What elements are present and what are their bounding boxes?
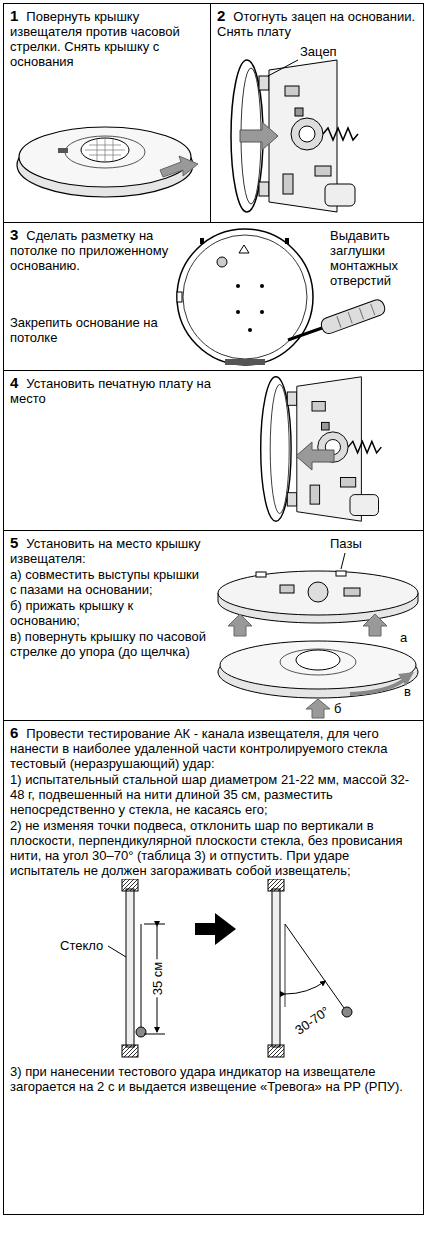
text-column: 1Повернуть крышку извещателя против часо… — [10, 8, 203, 70]
text-column: Закрепить основание на потолке — [10, 315, 170, 346]
paragraph: 2Отогнуть зацеп на основании. Снять плат… — [217, 8, 417, 39]
step-number: 5 — [10, 534, 18, 551]
paragraph: 3Сделать разметку на потолке по приложен… — [10, 227, 175, 273]
pendulum-drawing — [10, 879, 415, 1064]
paragraph: 4Установить печатную плату на место — [10, 375, 215, 406]
part-label: в — [404, 684, 411, 699]
step-item: 1) испытательный стальной шар диаметром … — [10, 772, 414, 817]
text-column: 3Сделать разметку на потолке по приложен… — [10, 227, 175, 274]
figure-space — [10, 879, 414, 1064]
step-number: 1 — [10, 7, 18, 24]
step-text: Установить на место крышку извещателя: — [10, 536, 201, 566]
base-board-drawing — [231, 60, 358, 212]
step-number: 4 — [10, 374, 18, 391]
paragraph: Закрепить основание на потолке — [10, 315, 170, 345]
cell-box: 6Провести тестирование АК - канала извещ… — [3, 720, 424, 1215]
text-column: 6Провести тестирование АК - канала извещ… — [10, 725, 414, 1095]
step-text: Провести тестирование АК - канала извеща… — [10, 726, 387, 771]
step-text: Повернуть крышку извещателя против часов… — [10, 9, 180, 69]
step-item: а) совместить выступы крышки с пазами на… — [10, 567, 206, 597]
part-label: Стекло — [60, 938, 103, 953]
step-text: Сделать разметку на потолке по приложенн… — [10, 228, 168, 273]
cell-box: 4Установить печатную плату на место — [3, 370, 424, 531]
text-column: 2Отогнуть зацеп на основании. Снять плат… — [217, 8, 417, 40]
step-number: 6 — [10, 724, 18, 741]
part-label: а — [400, 630, 407, 645]
part-label: Выдавить заглушки монтажных отверстий — [330, 228, 422, 288]
text-column: 5Установить на место крышку извещателя:а… — [10, 535, 206, 660]
paragraph: 6Провести тестирование АК - канала извещ… — [10, 725, 414, 771]
paragraph: 5Установить на место крышку извещателя: — [10, 535, 206, 566]
cover-install-drawing — [218, 553, 418, 718]
cell-box: 2Отогнуть зацеп на основании. Снять плат… — [210, 3, 424, 223]
step-text: Отогнуть зацеп на основании. Снять плату — [217, 9, 415, 39]
part-label: Пазы — [330, 536, 362, 551]
step-text: Закрепить основание на потолке — [10, 315, 158, 345]
detector-cover-drawing — [17, 127, 198, 197]
part-label: Зацеп — [300, 44, 337, 59]
part-label: 35 см — [150, 960, 165, 998]
pendulum-figure: Стекло 35 см 30-70° — [10, 879, 415, 1064]
part-label: б — [334, 701, 341, 716]
paragraph: 1Повернуть крышку извещателя против часо… — [10, 8, 203, 69]
step-text: Установить печатную плату на место — [10, 376, 211, 406]
cell-box: 1Повернуть крышку извещателя против часо… — [3, 3, 211, 223]
board-install-drawing — [261, 377, 382, 521]
step-item: 2) не изменяя точки подвеса, отклонить ш… — [10, 818, 414, 878]
text-column: 4Установить печатную плату на место — [10, 375, 215, 407]
part-label: 30-70° — [292, 1003, 332, 1037]
step-number: 3 — [10, 226, 18, 243]
step-item: 3) при нанесении тестового удара индикат… — [10, 1064, 414, 1094]
step-item: в) повернуть крышку по часовой стрелке д… — [10, 629, 206, 659]
cell-box: 5Установить на место крышку извещателя:а… — [3, 530, 424, 721]
step-item: б) прижать крышку к основанию; — [10, 598, 206, 628]
step-number: 2 — [217, 7, 225, 24]
